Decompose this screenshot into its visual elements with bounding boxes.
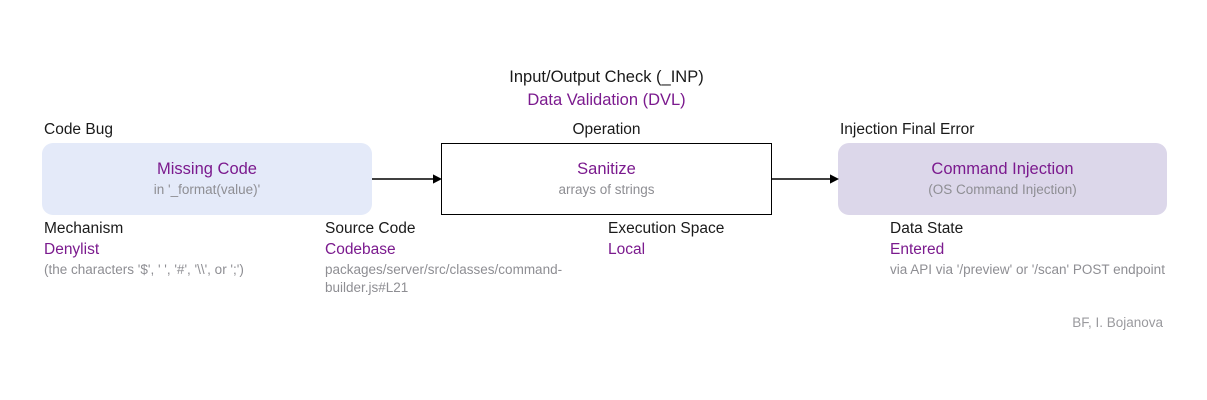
final-error-title: Command Injection xyxy=(931,160,1074,178)
attribution-text: BF, I. Bojanova xyxy=(1072,315,1163,330)
final-error-node[interactable]: Command Injection (OS Command Injection) xyxy=(838,143,1167,215)
attribute-mechanism: Mechanism Denylist (the characters '$', … xyxy=(44,218,319,279)
operation-class-secondary: Data Validation (DVL) xyxy=(527,91,686,109)
attribute-mechanism-name: Mechanism xyxy=(44,220,124,237)
code-bug-subtitle: in '_format(value)' xyxy=(153,182,261,197)
attribute-data-state-value: Entered xyxy=(890,241,945,258)
attribute-source-code: Source Code Codebase packages/server/src… xyxy=(325,218,597,297)
attribute-source-code-value: Codebase xyxy=(325,241,396,258)
operation-subtitle: arrays of strings xyxy=(558,182,655,197)
operation-class-primary: Input/Output Check (_INP) xyxy=(509,68,704,86)
arrow-right-icon-bug-to-operation xyxy=(372,174,442,184)
code-bug-title: Missing Code xyxy=(157,160,257,178)
attribute-data-state: Data State Entered via API via '/preview… xyxy=(890,218,1170,279)
attribute-execution-space-value: Local xyxy=(608,241,646,258)
attribute-data-state-detail: via API via '/preview' or '/scan' POST e… xyxy=(890,262,1165,277)
code-bug-node[interactable]: Missing Code in '_format(value)' xyxy=(42,143,372,215)
attribute-source-code-name: Source Code xyxy=(325,220,416,237)
final-error-subtitle: (OS Command Injection) xyxy=(928,182,1077,197)
attribute-mechanism-value: Denylist xyxy=(44,241,100,258)
injection-final-error-label: Injection Final Error xyxy=(840,121,975,138)
operation-class-heading: Input/Output Check (_INP) Data Validatio… xyxy=(441,66,772,112)
attribute-data-state-name: Data State xyxy=(890,220,964,237)
operation-node[interactable]: Sanitize arrays of strings xyxy=(441,143,772,215)
attribute-execution-space: Execution Space Local xyxy=(608,218,838,261)
code-bug-label: Code Bug xyxy=(44,121,113,138)
arrow-right-icon-operation-to-error xyxy=(772,174,839,184)
attribute-mechanism-detail: (the characters '$', ' ', '#', '\\', or … xyxy=(44,262,244,277)
attribute-execution-space-name: Execution Space xyxy=(608,220,725,237)
operation-label: Operation xyxy=(572,121,641,138)
operation-title: Sanitize xyxy=(577,160,636,178)
attribute-source-code-detail: packages/server/src/classes/command-buil… xyxy=(325,262,563,295)
